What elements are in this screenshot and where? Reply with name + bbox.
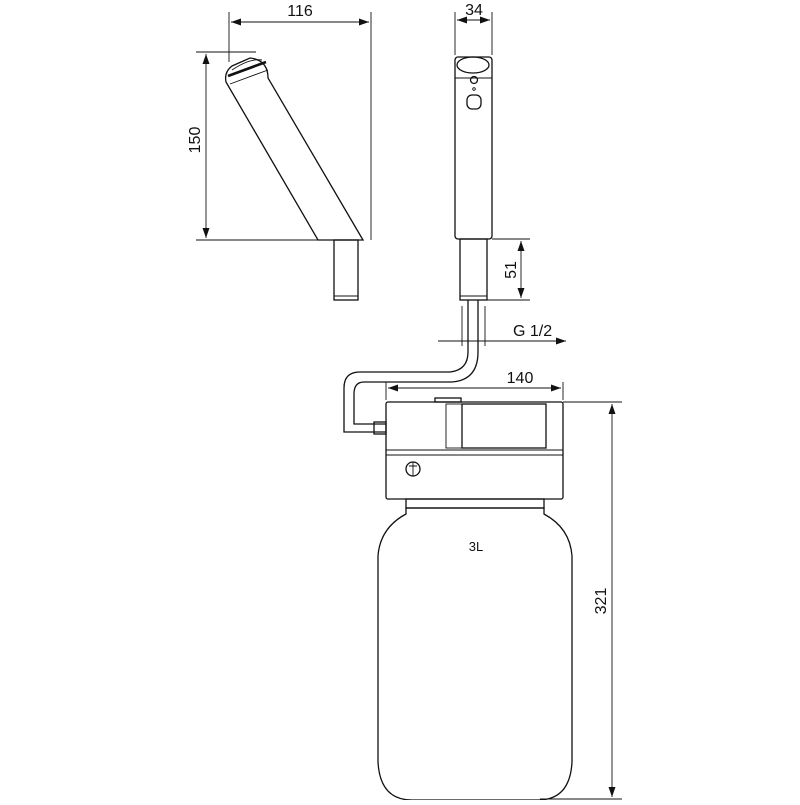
dim-label-34: 34 [465, 2, 483, 19]
supply-tube: G 1/2 [343, 300, 566, 435]
tank-assembly: 3L 140 321 [377, 370, 622, 801]
spout-body-side [224, 57, 365, 241]
dim-label-116: 116 [287, 3, 313, 20]
spout-body-front [454, 56, 493, 240]
nozzle-opening [456, 56, 490, 74]
thread-label: G 1/2 [513, 323, 552, 340]
dim-label-321: 321 [593, 588, 610, 615]
dim-label-51: 51 [503, 261, 520, 279]
spout-stem-front [459, 238, 488, 301]
capacity-label: 3L [469, 539, 483, 554]
dim-label-140: 140 [507, 370, 534, 387]
battery-compartment [461, 403, 547, 449]
top-button [434, 397, 462, 403]
front-view: 34 51 [454, 2, 530, 301]
control-unit [385, 401, 564, 500]
sensor-dot [469, 75, 479, 85]
tube-inner [353, 300, 479, 425]
tube-outer [343, 300, 469, 433]
dim-label-150: 150 [187, 127, 204, 154]
sensor-window [466, 94, 482, 110]
side-view: 116 150 [187, 3, 372, 301]
spout-nozzle-ring [227, 60, 267, 78]
spout-stem-side [333, 239, 359, 301]
bottle-neck [405, 498, 545, 509]
